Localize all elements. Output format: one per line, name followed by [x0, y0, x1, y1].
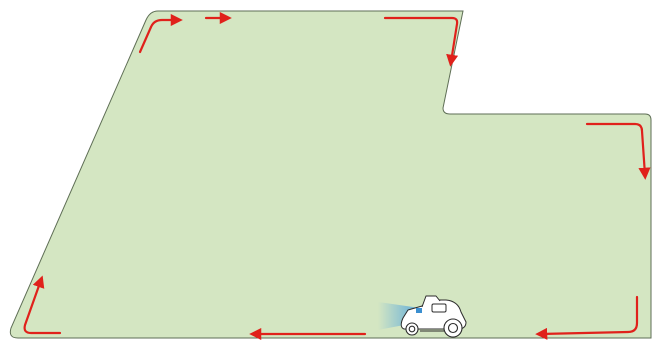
lawn-area: [10, 11, 651, 338]
